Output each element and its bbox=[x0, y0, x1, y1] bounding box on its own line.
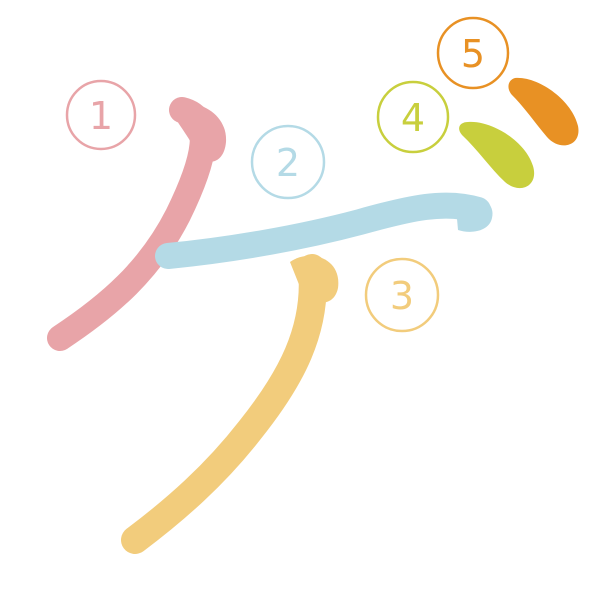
stroke-1-badge: 1 bbox=[65, 79, 137, 151]
stroke-5-badge-circle bbox=[436, 16, 510, 90]
stroke-1-number: 1 bbox=[89, 94, 113, 138]
stroke-2-number: 2 bbox=[276, 141, 300, 185]
stroke-3-head bbox=[290, 255, 339, 303]
stroke-3-badge: 3 bbox=[364, 257, 440, 333]
stroke-3-number: 3 bbox=[390, 274, 414, 318]
stroke-1-head bbox=[170, 103, 227, 162]
stroke-5-path bbox=[508, 77, 579, 146]
stroke-2-path bbox=[155, 192, 491, 269]
stroke-5-number: 5 bbox=[461, 32, 485, 76]
stroke-2-badge-circle bbox=[250, 124, 326, 200]
stroke-4-number: 4 bbox=[401, 96, 425, 140]
stroke-5-badge: 5 bbox=[436, 16, 510, 90]
stroke-2-head bbox=[455, 195, 493, 232]
stroke-2-badge: 2 bbox=[250, 124, 326, 200]
stroke-1-badge-circle bbox=[65, 79, 137, 151]
stroke-4-path bbox=[459, 121, 535, 189]
stroke-4-badge: 4 bbox=[376, 80, 450, 154]
stroke-4-badge-circle bbox=[376, 80, 450, 154]
stroke-3-path bbox=[121, 254, 327, 554]
stroke-3-badge-circle bbox=[364, 257, 440, 333]
